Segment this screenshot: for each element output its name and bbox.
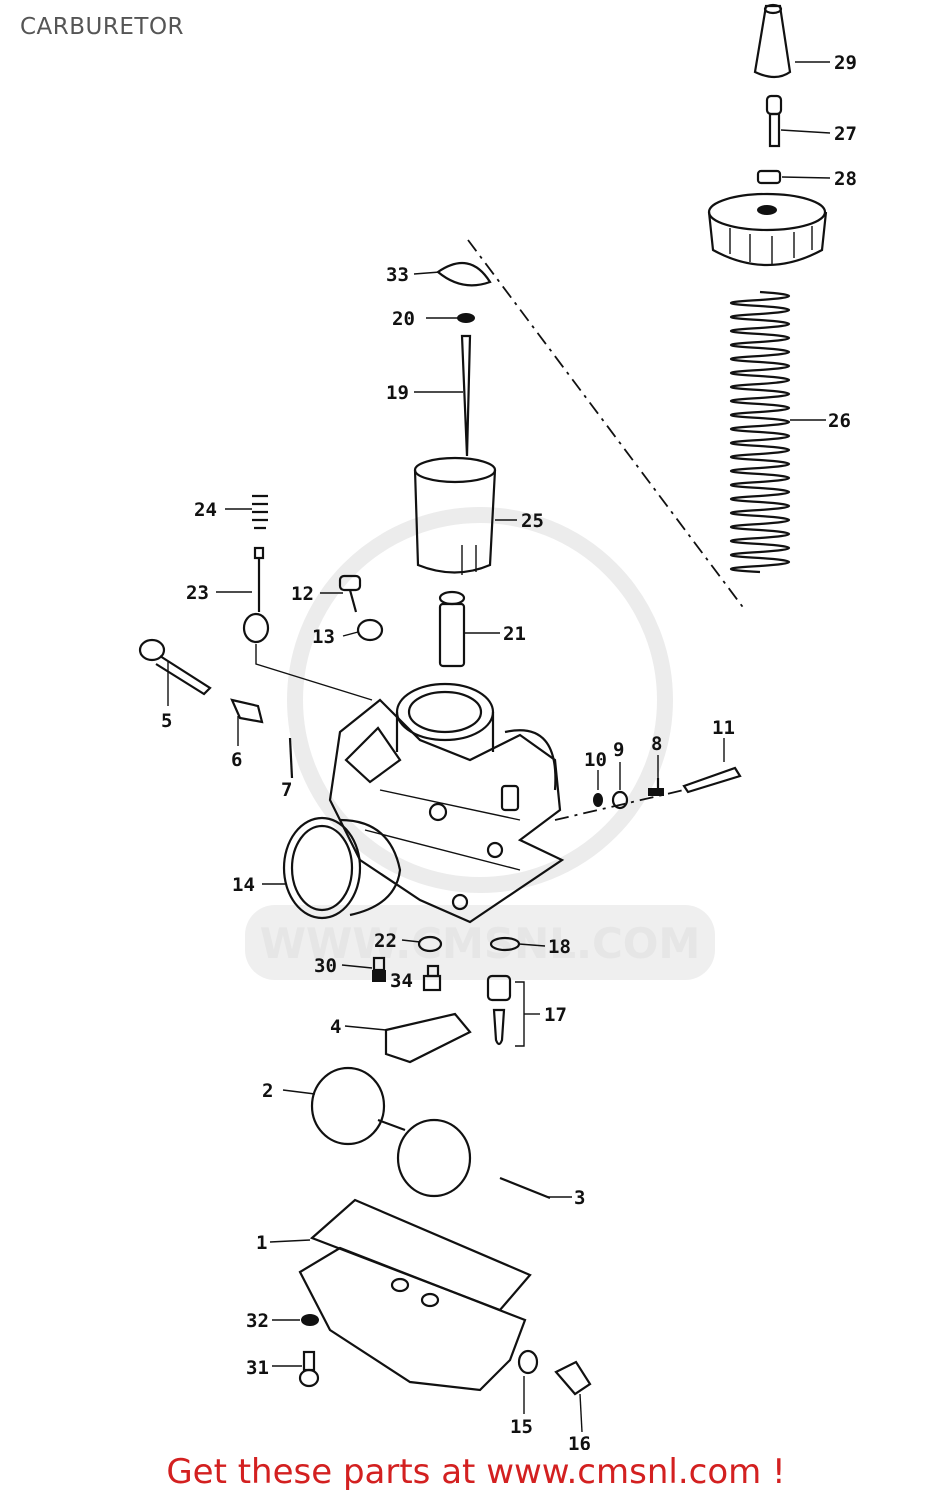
part-top-cap[interactable] [707,192,828,266]
part-25-throttle-valve[interactable] [413,456,497,575]
callout-13: 13 [312,626,335,648]
callout-12: 12 [291,583,314,605]
part-19-needle[interactable] [460,334,472,457]
part-12-screw[interactable] [338,574,362,613]
part-21-needle-jet[interactable] [438,590,466,668]
callout-16: 16 [568,1433,591,1450]
assembly-leader-line [467,239,746,611]
callout-23: 23 [186,582,209,604]
callout-3: 3 [574,1187,585,1209]
part-29-cap[interactable] [753,3,792,79]
callout-14: 14 [232,874,255,896]
part-34-jet[interactable] [422,964,442,992]
callout-33: 33 [386,264,409,286]
callout-17: 17 [544,1004,567,1026]
float-bowl [298,1246,527,1392]
part-32-oring[interactable] [301,1314,319,1326]
part-13-washer[interactable] [356,618,384,642]
site-link[interactable]: www.cmsnl.com [486,1452,762,1492]
part-4-plate[interactable] [384,1012,472,1064]
callout-22: 22 [374,930,397,952]
part-16-cap[interactable] [554,1360,592,1396]
callout-4: 4 [330,1016,341,1038]
part-31-drain-screw[interactable] [298,1350,320,1388]
callout-25: 25 [521,510,544,532]
footer-suffix: ! [761,1452,786,1492]
callout-20: 20 [392,308,415,330]
part-15-washer[interactable] [517,1349,539,1375]
callout-10: 10 [584,749,607,771]
part-22-oring[interactable] [417,935,443,953]
part-14-intake[interactable] [282,816,402,920]
callout-8: 8 [651,733,662,755]
footer-prefix: Get these parts at [166,1452,487,1492]
callout-21: 21 [503,623,526,645]
part-8-screw[interactable] [648,778,664,796]
callout-2: 2 [262,1080,273,1102]
callout-32: 32 [246,1310,269,1332]
part-28-nut[interactable] [756,169,782,185]
part-26-spring[interactable] [730,290,790,574]
carburetor-body [328,682,565,924]
leader-lines [167,61,831,1433]
screw-axis-line [554,789,685,821]
footer-banner: Get these parts at www.cmsnl.com ! [0,1452,952,1492]
callout-26: 26 [828,410,851,432]
part-33-plate[interactable] [436,262,492,287]
callout-9: 9 [613,739,624,761]
callout-7: 7 [281,779,292,801]
part-9-washer[interactable] [611,790,629,810]
callout-1: 1 [256,1232,267,1254]
callout-19: 19 [386,382,409,404]
callout-31: 31 [246,1357,269,1379]
callout-27: 27 [834,123,857,145]
exploded-parts-diagram: WWW.CMSNL.COM [138,3,857,1450]
callout-29: 29 [834,52,857,74]
callout-6: 6 [231,749,242,771]
watermark: WWW.CMSNL.COM [245,507,715,980]
callout-30: 30 [314,955,337,977]
part-10-oring[interactable] [593,793,603,807]
callout-15: 15 [510,1416,533,1438]
part-24-spring[interactable] [252,494,268,530]
callout-11: 11 [712,717,735,739]
part-7-screw[interactable] [288,737,294,779]
part-5-screw[interactable] [138,638,212,696]
part-17-needle-valve[interactable] [486,974,525,1047]
part-23-pilot-screw[interactable] [242,546,373,701]
part-11-screw[interactable] [682,766,742,794]
part-27-adjuster[interactable] [765,94,783,148]
part-20-clip[interactable] [457,313,475,323]
callout-18: 18 [548,936,571,958]
callout-labels: 29 27 28 33 20 19 26 25 24 23 12 21 13 5… [161,52,857,1450]
part-6-clip[interactable] [230,698,264,724]
page-title: CARBURETOR [20,14,185,40]
callout-34: 34 [390,970,413,992]
part-3-pin[interactable] [499,1176,551,1200]
callout-5: 5 [161,710,172,732]
part-30-jet[interactable] [372,956,386,982]
callout-28: 28 [834,168,857,190]
watermark-text: WWW.CMSNL.COM [260,919,701,968]
callout-24: 24 [194,499,217,521]
part-2-float[interactable] [310,1066,472,1198]
part-1-gasket[interactable] [309,1198,532,1312]
